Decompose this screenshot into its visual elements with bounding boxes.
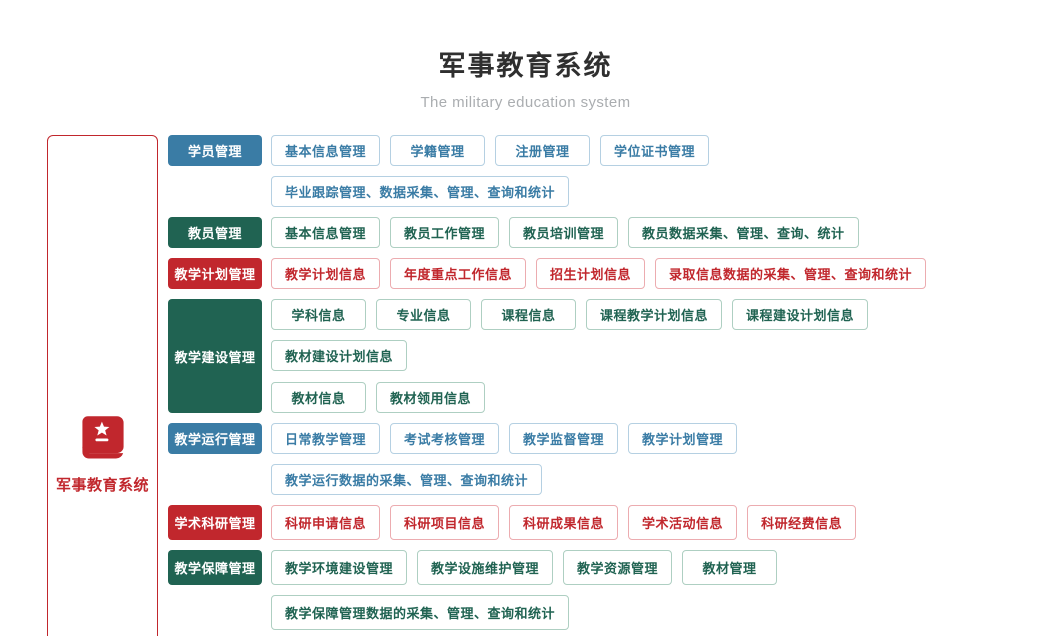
item-button[interactable]: 注册管理 — [495, 135, 591, 166]
item-button[interactable]: 招生计划信息 — [536, 258, 646, 289]
category-row: 教学计划管理教学计划信息年度重点工作信息招生计划信息录取信息数据的采集、管理、查… — [168, 258, 1007, 289]
item-button[interactable]: 教材信息 — [271, 382, 366, 413]
item-button[interactable]: 学籍管理 — [390, 135, 486, 166]
category-row: 学术科研管理科研申请信息科研项目信息科研成果信息学术活动信息科研经费信息 — [168, 505, 1007, 540]
item-button[interactable]: 基本信息管理 — [271, 217, 381, 248]
item-button[interactable]: 教学运行数据的采集、管理、查询和统计 — [271, 464, 543, 495]
category-row: 教学运行管理日常教学管理考试考核管理教学监督管理教学计划管理教学运行数据的采集、… — [168, 423, 1007, 495]
item-button[interactable]: 课程教学计划信息 — [586, 299, 723, 330]
category-rows: 学员管理基本信息管理学籍管理注册管理学位证书管理毕业跟踪管理、数据采集、管理、查… — [168, 135, 1007, 636]
item-button[interactable]: 科研经费信息 — [747, 505, 857, 540]
item-row: 日常教学管理考试考核管理教学监督管理教学计划管理教学运行数据的采集、管理、查询和… — [271, 423, 1007, 495]
item-button[interactable]: 教学设施维护管理 — [417, 550, 554, 585]
category-row: 教员管理基本信息管理教员工作管理教员培训管理教员数据采集、管理、查询、统计 — [168, 217, 1007, 248]
category-row: 学员管理基本信息管理学籍管理注册管理学位证书管理毕业跟踪管理、数据采集、管理、查… — [168, 135, 1007, 207]
item-button[interactable]: 录取信息数据的采集、管理、查询和统计 — [655, 258, 927, 289]
item-group: 科研申请信息科研项目信息科研成果信息学术活动信息科研经费信息 — [271, 505, 1007, 540]
item-button[interactable]: 教学监督管理 — [509, 423, 619, 454]
item-button[interactable]: 教材领用信息 — [376, 382, 486, 413]
item-row: 教学环境建设管理教学设施维护管理教学资源管理教材管理教学保障管理数据的采集、管理… — [271, 550, 1007, 630]
item-button[interactable]: 日常教学管理 — [271, 423, 381, 454]
item-button[interactable]: 教学计划管理 — [628, 423, 738, 454]
item-group: 教学环境建设管理教学设施维护管理教学资源管理教材管理教学保障管理数据的采集、管理… — [271, 550, 1007, 630]
item-row: 教学计划信息年度重点工作信息招生计划信息录取信息数据的采集、管理、查询和统计 — [271, 258, 1007, 289]
item-button[interactable]: 科研成果信息 — [509, 505, 619, 540]
item-button[interactable]: 教员工作管理 — [390, 217, 500, 248]
item-button[interactable]: 科研申请信息 — [271, 505, 381, 540]
item-button[interactable]: 学科信息 — [271, 299, 366, 330]
category-button[interactable]: 教学计划管理 — [168, 258, 262, 289]
item-button[interactable]: 毕业跟踪管理、数据采集、管理、查询和统计 — [271, 176, 570, 207]
item-button[interactable]: 学术活动信息 — [628, 505, 738, 540]
item-group: 教学计划信息年度重点工作信息招生计划信息录取信息数据的采集、管理、查询和统计 — [271, 258, 1007, 289]
item-button[interactable]: 考试考核管理 — [390, 423, 500, 454]
item-button[interactable]: 教员数据采集、管理、查询、统计 — [628, 217, 859, 248]
item-button[interactable]: 教学环境建设管理 — [271, 550, 408, 585]
category-button[interactable]: 教学运行管理 — [168, 423, 262, 454]
category-row: 教学保障管理教学环境建设管理教学设施维护管理教学资源管理教材管理教学保障管理数据… — [168, 550, 1007, 630]
item-button[interactable]: 课程建设计划信息 — [732, 299, 869, 330]
item-row: 教材信息教材领用信息 — [271, 382, 1007, 413]
category-button[interactable]: 教学保障管理 — [168, 550, 262, 585]
system-root-card[interactable]: 军事教育系统 — [47, 135, 158, 636]
item-row: 基本信息管理教员工作管理教员培训管理教员数据采集、管理、查询、统计 — [271, 217, 1007, 248]
item-button[interactable]: 教材建设计划信息 — [271, 340, 408, 371]
item-button[interactable]: 年度重点工作信息 — [390, 258, 527, 289]
item-group: 基本信息管理学籍管理注册管理学位证书管理毕业跟踪管理、数据采集、管理、查询和统计 — [271, 135, 1007, 207]
category-button[interactable]: 教学建设管理 — [168, 299, 262, 413]
item-button[interactable]: 教员培训管理 — [509, 217, 619, 248]
page-subtitle: The military education system — [420, 94, 631, 111]
item-group: 学科信息专业信息课程信息课程教学计划信息课程建设计划信息教材建设计划信息教材信息… — [271, 299, 1007, 413]
page-title: 军事教育系统 — [438, 51, 613, 81]
category-button[interactable]: 学术科研管理 — [168, 505, 262, 540]
item-group: 基本信息管理教员工作管理教员培训管理教员数据采集、管理、查询、统计 — [271, 217, 1007, 248]
book-star-icon — [81, 415, 124, 458]
item-button[interactable]: 科研项目信息 — [390, 505, 500, 540]
system-root-label: 军事教育系统 — [55, 476, 149, 494]
item-button[interactable]: 课程信息 — [481, 299, 576, 330]
item-row: 学科信息专业信息课程信息课程教学计划信息课程建设计划信息教材建设计划信息 — [271, 299, 1007, 371]
main-content: 军事教育系统 学员管理基本信息管理学籍管理注册管理学位证书管理毕业跟踪管理、数据… — [47, 135, 1007, 636]
category-button[interactable]: 教员管理 — [168, 217, 262, 248]
item-button[interactable]: 基本信息管理 — [271, 135, 381, 166]
item-button[interactable]: 教材管理 — [682, 550, 778, 585]
item-row: 科研申请信息科研项目信息科研成果信息学术活动信息科研经费信息 — [271, 505, 1007, 540]
page-header: 军事教育系统 The military education system — [0, 0, 1051, 111]
item-button[interactable]: 教学计划信息 — [271, 258, 381, 289]
category-button[interactable]: 学员管理 — [168, 135, 262, 166]
item-button[interactable]: 教学保障管理数据的采集、管理、查询和统计 — [271, 595, 570, 630]
item-button[interactable]: 专业信息 — [376, 299, 471, 330]
item-button[interactable]: 教学资源管理 — [563, 550, 673, 585]
item-row: 基本信息管理学籍管理注册管理学位证书管理毕业跟踪管理、数据采集、管理、查询和统计 — [271, 135, 1007, 207]
item-button[interactable]: 学位证书管理 — [600, 135, 710, 166]
category-row: 教学建设管理学科信息专业信息课程信息课程教学计划信息课程建设计划信息教材建设计划… — [168, 299, 1007, 413]
item-group: 日常教学管理考试考核管理教学监督管理教学计划管理教学运行数据的采集、管理、查询和… — [271, 423, 1007, 495]
